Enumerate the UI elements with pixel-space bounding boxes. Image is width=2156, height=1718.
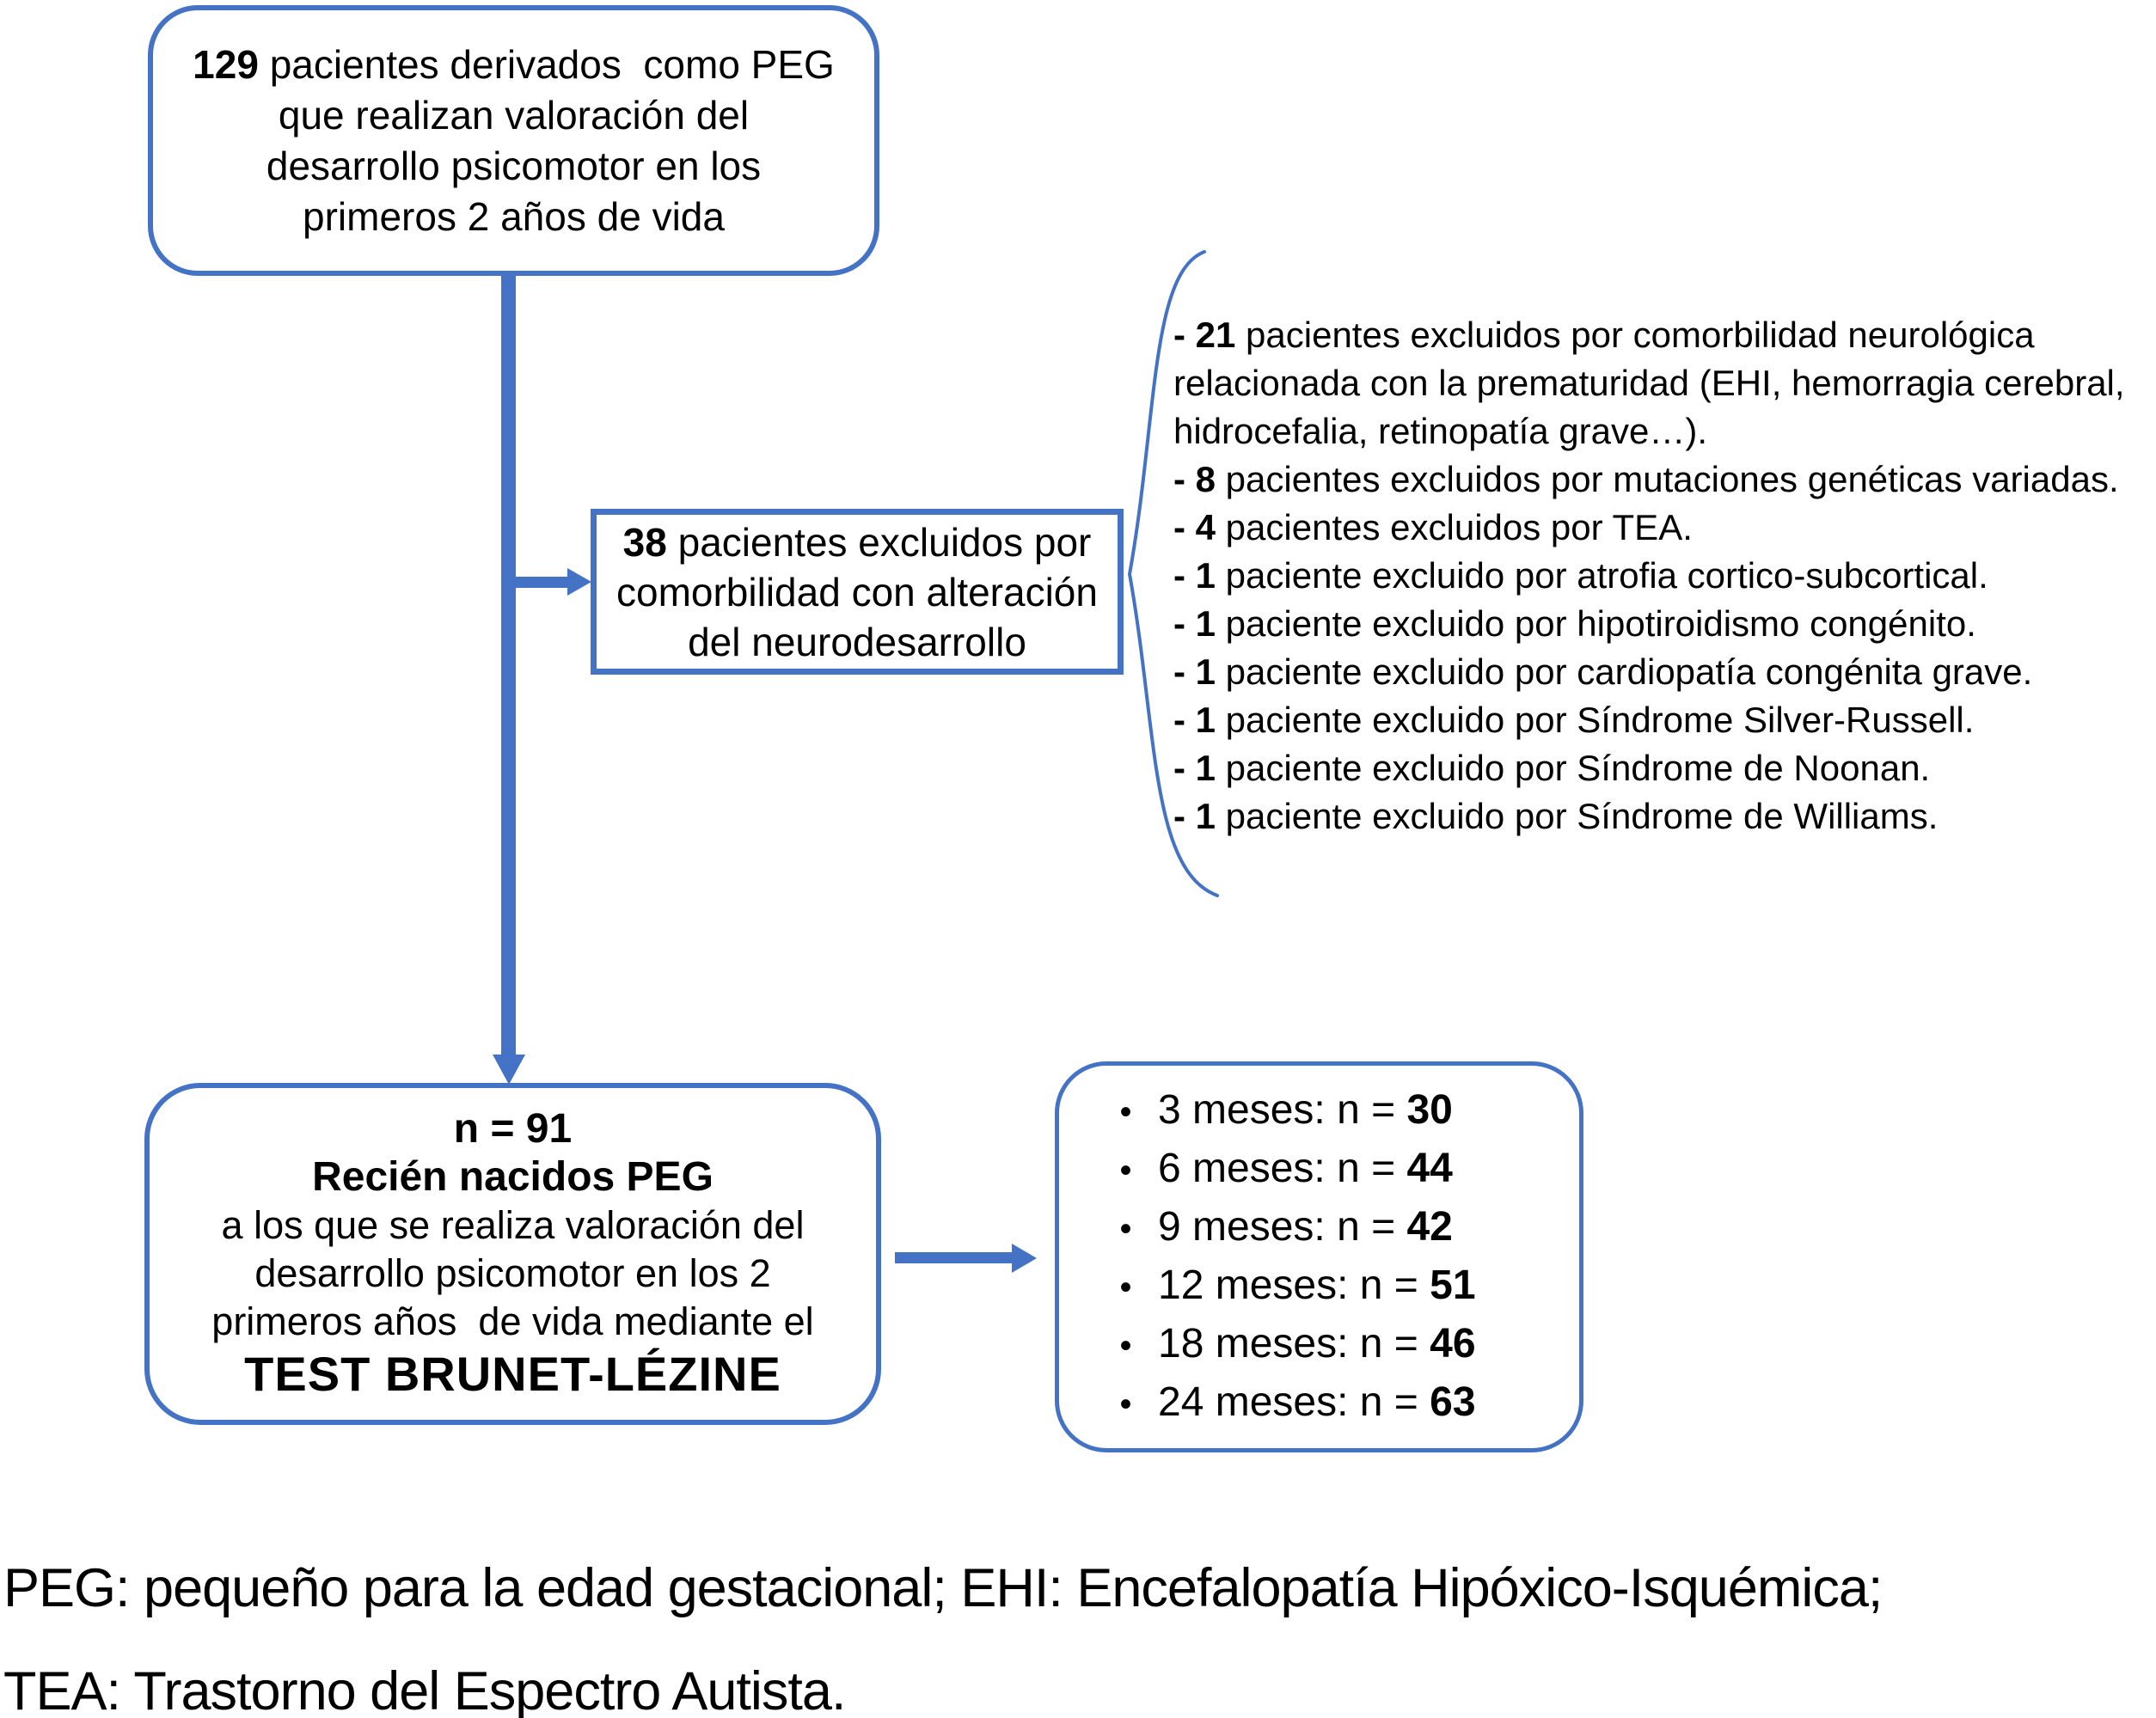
exclusion-count: - 1 — [1173, 700, 1216, 740]
referred-patients-line4: primeros 2 años de vida — [303, 193, 725, 239]
exclusion-text: paciente excluido por Síndrome Silver-Ru… — [1216, 700, 1975, 740]
timepoint-row: • 3 meses: n = 30 — [1059, 1082, 1579, 1140]
exclusion-text: paciente excluido por Síndrome de Noonan… — [1216, 748, 1931, 788]
exclusion-count: - 1 — [1173, 651, 1216, 692]
timepoint-n: 42 — [1406, 1203, 1453, 1250]
exclusion-item: - 21 pacientes excluidos por comorbilida… — [1173, 311, 2155, 455]
timepoint-label: 24 meses: n = — [1158, 1379, 1430, 1425]
exclusion-count: - 8 — [1173, 459, 1216, 499]
excluded-patients-box: 38 pacientes excluidos por comorbilidad … — [591, 509, 1124, 675]
exclusion-count: - 1 — [1173, 603, 1216, 644]
abbreviations-legend: PEG: pequeño para la edad gestacional; E… — [3, 1537, 2156, 1718]
final-n: n = 91 — [453, 1106, 573, 1152]
final-sample-box: n = 91 Recién nacidos PEG a los que se r… — [144, 1083, 881, 1425]
bullet-icon: • — [1119, 1268, 1132, 1306]
exclusion-text: paciente excluido por atrofia cortico-su… — [1216, 555, 1988, 596]
timepoint-row: • 12 meses: n = 51 — [1059, 1257, 1579, 1316]
timepoint-label: 9 meses: n = — [1158, 1203, 1407, 1250]
exclusion-text: pacientes excluidos por comorbilidad neu… — [1173, 315, 2135, 451]
timepoint-label: 3 meses: n = — [1158, 1086, 1407, 1133]
branch-connector-line — [508, 577, 570, 588]
final-test-name: TEST BRUNET-LÉZINE — [244, 1347, 781, 1401]
bullet-icon: • — [1119, 1385, 1132, 1423]
final-body3: primeros años de vida mediante el — [211, 1299, 814, 1343]
final-body2: desarrollo psicomotor en los 2 — [254, 1251, 771, 1295]
timepoint-label: 6 meses: n = — [1158, 1145, 1407, 1191]
excluded-line1-text: pacientes excluidos por — [666, 519, 1092, 565]
final-title: Recién nacidos PEG — [312, 1154, 714, 1200]
horizontal-connector-line — [895, 1252, 1014, 1263]
right-arrowhead-icon — [1012, 1244, 1037, 1273]
curly-brace-icon — [1127, 250, 1219, 897]
final-body1: a los que se realiza valoración del — [221, 1203, 805, 1247]
down-arrowhead-icon — [493, 1055, 525, 1085]
exclusion-count: - 1 — [1173, 555, 1216, 596]
bullet-icon: • — [1119, 1092, 1132, 1131]
referred-patients-line2: que realizan valoración del — [278, 92, 750, 138]
timepoint-row: • 24 meses: n = 63 — [1059, 1374, 1579, 1433]
exclusion-text: paciente excluido por hipotiroidismo con… — [1216, 603, 1976, 644]
exclusion-item: - 1 paciente excluido por Síndrome Silve… — [1173, 696, 2155, 744]
timepoint-n: 44 — [1406, 1145, 1453, 1191]
timepoint-label: 12 meses: n = — [1158, 1262, 1430, 1308]
exclusion-item: - 1 paciente excluido por cardiopatía co… — [1173, 648, 2155, 696]
bullet-icon: • — [1119, 1326, 1132, 1365]
exclusion-item: - 8 pacientes excluidos por mutaciones g… — [1173, 455, 2155, 504]
exclusion-item: - 1 paciente excluido por Síndrome de Wi… — [1173, 792, 2155, 841]
exclusion-reasons-list: - 21 pacientes excluidos por comorbilida… — [1173, 311, 2155, 841]
timepoint-n: 63 — [1430, 1379, 1476, 1425]
exclusion-text: paciente excluido por Síndrome de Willia… — [1216, 796, 1939, 836]
timepoint-row: • 6 meses: n = 44 — [1059, 1140, 1579, 1199]
legend-line2: TEA: Trastorno del Espectro Autista. — [3, 1661, 846, 1718]
exclusion-text: paciente excluido por cardiopatía congén… — [1216, 651, 2033, 692]
timepoints-box: • 3 meses: n = 30 • 6 meses: n = 44 • 9 mes… — [1055, 1061, 1583, 1452]
referred-line1-text: pacientes derivados como PEG — [258, 41, 835, 87]
excluded-line3: del neurodesarrollo — [688, 619, 1026, 664]
exclusion-item: - 1 paciente excluido por hipotiroidismo… — [1173, 600, 2155, 648]
exclusion-count: - 1 — [1173, 796, 1216, 836]
exclusion-count: - 4 — [1173, 507, 1216, 547]
timepoint-n: 46 — [1430, 1320, 1476, 1366]
timepoint-row: • 18 meses: n = 46 — [1059, 1316, 1579, 1374]
vertical-connector-line — [501, 273, 516, 1055]
bullet-icon: • — [1119, 1209, 1132, 1248]
exclusion-count: - 1 — [1173, 748, 1216, 788]
referred-patients-line3: desarrollo psicomotor en los — [266, 143, 762, 188]
timepoint-n: 30 — [1406, 1086, 1453, 1133]
referred-patients-line1: 129 pacientes derivados como PEG — [193, 40, 835, 90]
referred-count: 129 — [193, 41, 259, 87]
timepoint-n: 51 — [1430, 1262, 1476, 1308]
referred-patients-box: 129 pacientes derivados como PEG que rea… — [148, 5, 879, 276]
timepoint-label: 18 meses: n = — [1158, 1320, 1430, 1366]
excluded-count: 38 — [622, 519, 667, 565]
legend-line1: PEG: pequeño para la edad gestacional; E… — [3, 1558, 1883, 1618]
bullet-icon: • — [1119, 1151, 1132, 1189]
exclusion-item: - 4 pacientes excluidos por TEA. — [1173, 504, 2155, 552]
exclusion-text: pacientes excluidos por TEA. — [1216, 507, 1693, 547]
exclusion-text: pacientes excluidos por mutaciones genét… — [1216, 459, 2119, 499]
exclusion-count: - 21 — [1173, 315, 1236, 355]
exclusion-item: - 1 paciente excluido por Síndrome de No… — [1173, 744, 2155, 792]
excluded-line2: comorbilidad con alteración — [616, 569, 1098, 614]
exclusion-item: - 1 paciente excluido por atrofia cortic… — [1173, 552, 2155, 600]
excluded-line1: 38 pacientes excluidos por — [623, 517, 1092, 567]
timepoint-row: • 9 meses: n = 42 — [1059, 1199, 1579, 1257]
right-arrowhead-icon — [567, 568, 591, 596]
